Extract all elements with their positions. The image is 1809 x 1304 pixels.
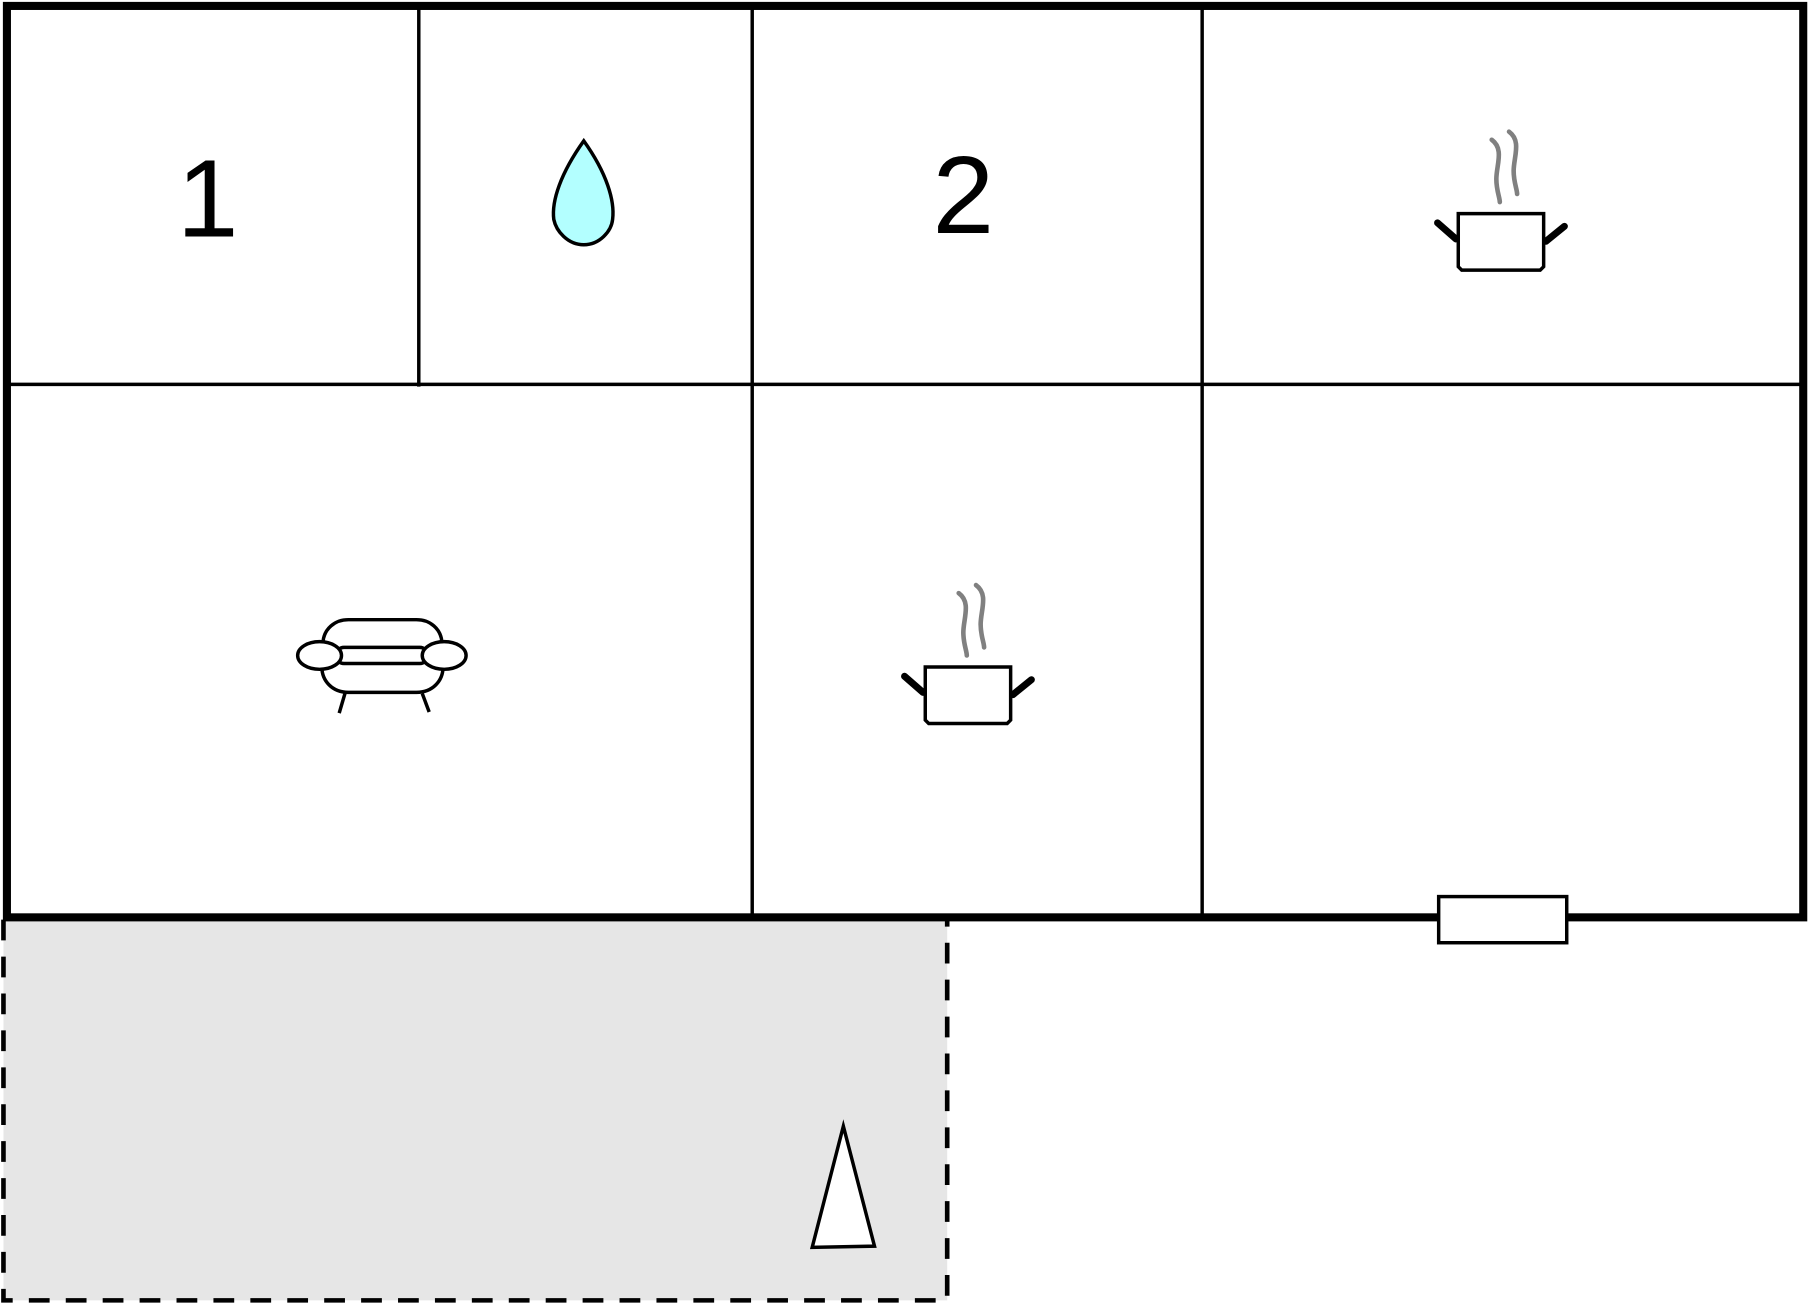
cooking-pot-icon	[1438, 132, 1565, 270]
north-arrow-icon	[809, 1119, 877, 1250]
terrace-dashed-border	[1, 919, 950, 1303]
water-drop-icon	[551, 137, 615, 247]
room-label-2: 2	[933, 134, 995, 257]
door-icon	[1436, 894, 1569, 945]
terrace-area	[3, 919, 948, 1301]
exterior-walls	[2, 1, 1808, 922]
room-label-1: 1	[177, 138, 239, 261]
cooking-pot-icon	[905, 585, 1032, 723]
interior-walls	[6, 7, 1803, 917]
sofa-icon	[295, 617, 468, 714]
